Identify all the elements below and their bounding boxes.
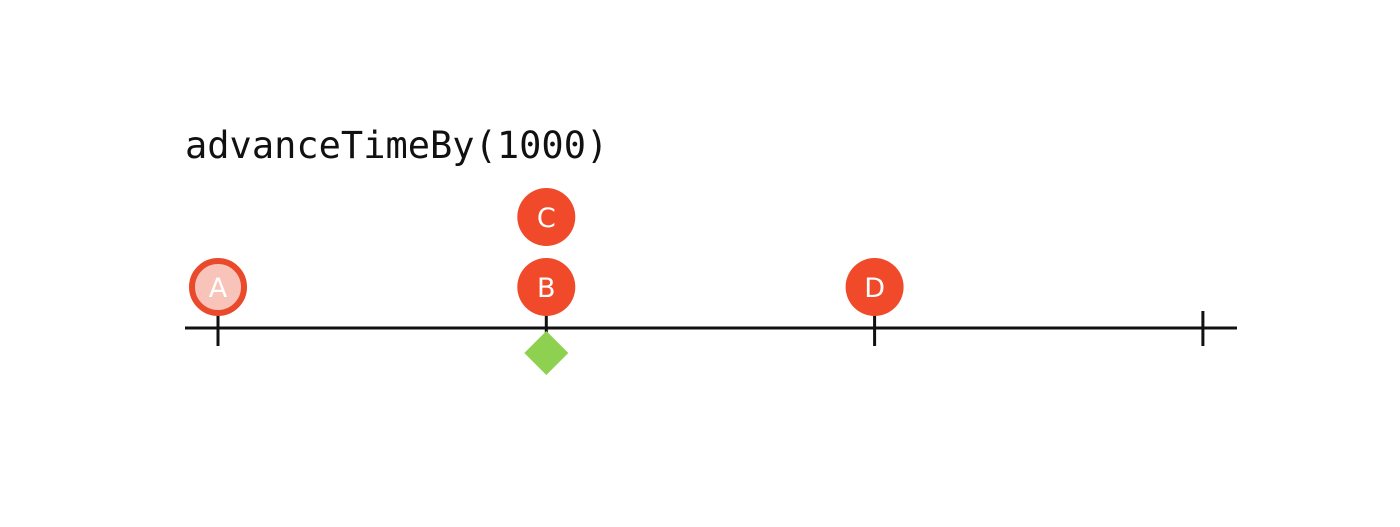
event-circle-a <box>189 258 247 316</box>
event-circle-b <box>517 258 576 316</box>
diagram-title: advanceTimeBy(1000) <box>185 124 608 167</box>
event-c: C <box>517 188 576 246</box>
current-time-marker-group <box>524 331 569 375</box>
event-circle-c <box>517 188 576 246</box>
event-a: A <box>189 258 247 316</box>
event-label-c: C <box>537 203 556 234</box>
event-label-d: D <box>864 273 885 304</box>
timeline-events: A B C D <box>189 188 904 316</box>
event-label-a: A <box>209 273 228 304</box>
current-time-marker <box>524 331 569 375</box>
event-circle-d <box>845 258 904 316</box>
event-d: D <box>845 258 904 316</box>
timeline-ticks <box>216 311 1205 346</box>
event-b: B <box>517 258 576 316</box>
event-label-b: B <box>537 273 556 304</box>
